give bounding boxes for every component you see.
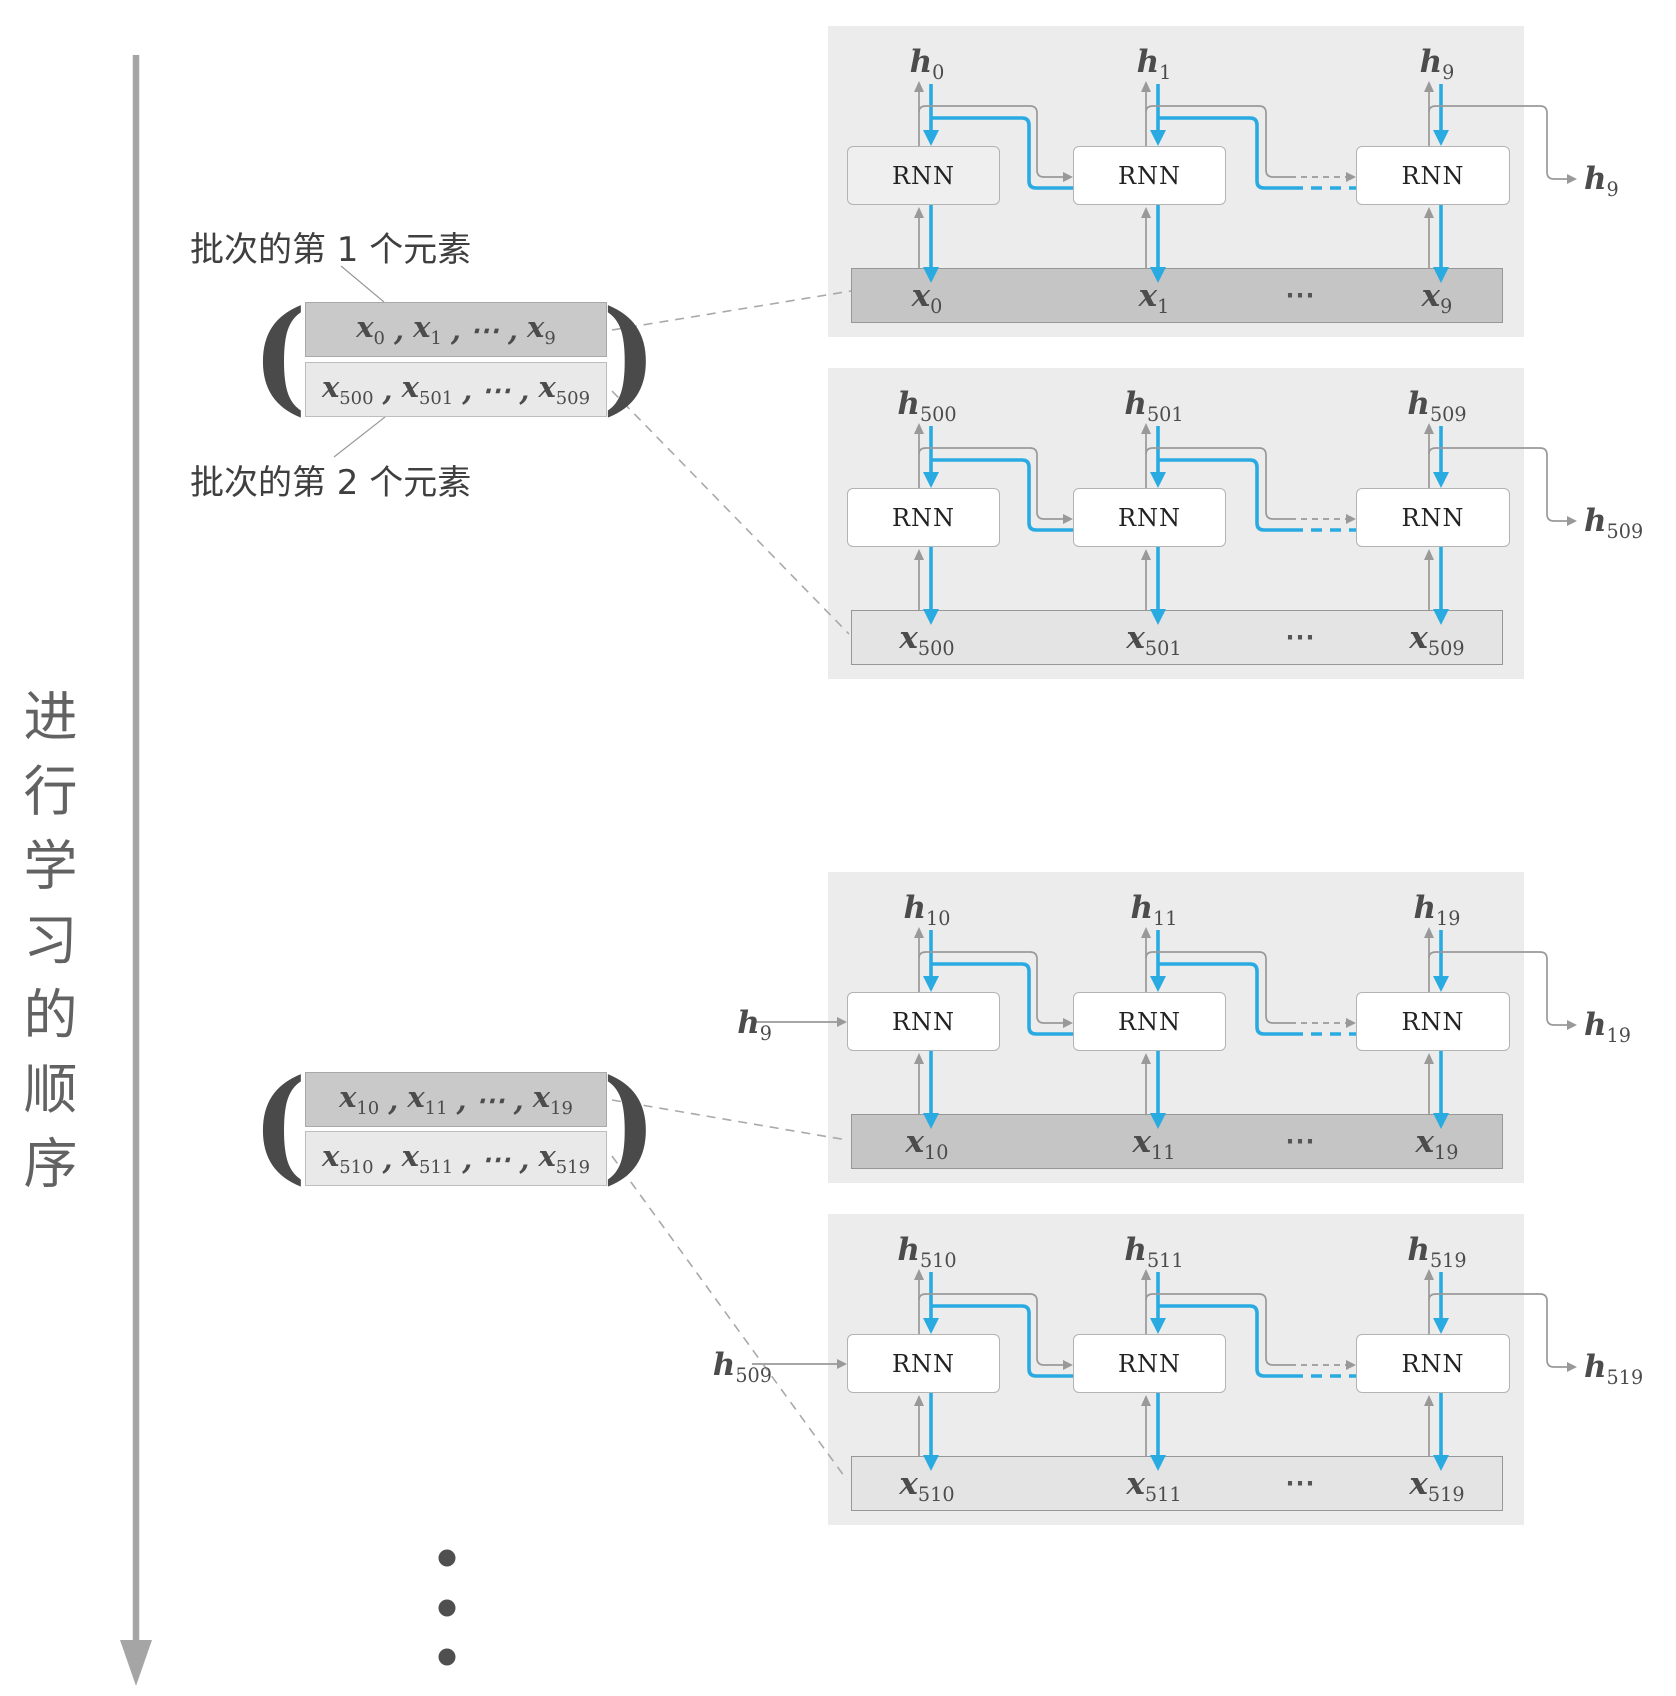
h-label: h511 bbox=[1124, 1232, 1184, 1273]
batch-row-1: x0 , x1 , ⋯ , x9 bbox=[305, 302, 607, 357]
input-strip-x10-x19 bbox=[851, 1114, 1503, 1169]
input-strip-x510-x519 bbox=[851, 1456, 1503, 1511]
rnn-box: RNN bbox=[1356, 992, 1510, 1051]
strip-ellipsis: ⋯ bbox=[1285, 278, 1315, 313]
h-in-label: h9 bbox=[737, 1005, 772, 1046]
x-label: x0 bbox=[911, 278, 943, 319]
rnn-box: RNN bbox=[847, 1334, 1000, 1393]
h-label: h510 bbox=[897, 1232, 957, 1273]
annotation-batch-element-1: 批次的第 1 个元素 bbox=[190, 230, 472, 270]
learning-order-arrow bbox=[120, 55, 152, 1686]
input-strip-x0-x9 bbox=[851, 268, 1503, 323]
input-strip-x500-x509 bbox=[851, 610, 1503, 665]
batch-row-2: x510 , x511 , ⋯ , x519 bbox=[305, 1131, 607, 1186]
strip-ellipsis: ⋯ bbox=[1285, 1466, 1315, 1501]
h-label: h11 bbox=[1130, 890, 1178, 931]
x-label: x510 bbox=[899, 1466, 955, 1507]
rnn-box: RNN bbox=[1356, 1334, 1510, 1393]
rnn-box: RNN bbox=[1073, 488, 1226, 547]
learning-order-label: 进行学习的顺序 bbox=[14, 688, 77, 1210]
annotation-line-second bbox=[333, 416, 386, 458]
x-label: x11 bbox=[1132, 1124, 1176, 1165]
rnn-box-label: RNN bbox=[1117, 503, 1182, 532]
rnn-box: RNN bbox=[1073, 146, 1226, 205]
h-out-label: h519 bbox=[1584, 1349, 1644, 1390]
rnn-box: RNN bbox=[1073, 1334, 1226, 1393]
x-label: x500 bbox=[899, 620, 955, 661]
x-label: x19 bbox=[1415, 1124, 1459, 1165]
tuple-paren-open: ( bbox=[252, 1052, 307, 1198]
h-label: h0 bbox=[909, 44, 945, 85]
annotation-batch-element-2: 批次的第 2 个元素 bbox=[190, 463, 472, 503]
vertical-ellipsis-dots bbox=[438, 1549, 456, 1666]
rnn-box: RNN bbox=[1356, 146, 1510, 205]
h-label: h1 bbox=[1136, 44, 1172, 85]
x-label: x9 bbox=[1421, 278, 1453, 319]
x-label: x509 bbox=[1409, 620, 1465, 661]
batch-row-1: x10 , x11 , ⋯ , x19 bbox=[305, 1072, 607, 1127]
h-label: h9 bbox=[1419, 44, 1455, 85]
batch-dashed-connectors bbox=[611, 290, 852, 1481]
h-out-label: h509 bbox=[1584, 503, 1644, 544]
rnn-box: RNN bbox=[1073, 992, 1226, 1051]
tuple-paren-close: ) bbox=[602, 283, 657, 429]
rnn-box-label: RNN bbox=[891, 1349, 956, 1378]
rnn-box-label: RNN bbox=[1117, 1349, 1182, 1378]
x-label: x1 bbox=[1138, 278, 1170, 319]
h-label: h10 bbox=[903, 890, 951, 931]
rnn-box-label: RNN bbox=[1401, 1349, 1465, 1378]
rnn-box: RNN bbox=[847, 488, 1000, 547]
h-out-label: h9 bbox=[1584, 161, 1619, 202]
x-label: x511 bbox=[1126, 1466, 1182, 1507]
rnn-box: RNN bbox=[847, 992, 1000, 1051]
rnn-box-label: RNN bbox=[891, 161, 956, 190]
rnn-box-label: RNN bbox=[1117, 1007, 1182, 1036]
rnn-box-label: RNN bbox=[891, 503, 956, 532]
h-label: h19 bbox=[1413, 890, 1461, 931]
rnn-box-label: RNN bbox=[891, 1007, 956, 1036]
x-label: x519 bbox=[1409, 1466, 1465, 1507]
rnn-box: RNN bbox=[847, 146, 1000, 205]
tuple-paren-open: ( bbox=[252, 283, 307, 429]
h-label: h509 bbox=[1407, 386, 1467, 427]
rnn-box-label: RNN bbox=[1401, 503, 1465, 532]
strip-ellipsis: ⋯ bbox=[1285, 1124, 1315, 1159]
x-label: x501 bbox=[1126, 620, 1182, 661]
rnn-box-label: RNN bbox=[1117, 161, 1182, 190]
h-in-label: h509 bbox=[712, 1347, 772, 1388]
h-label: h501 bbox=[1124, 386, 1184, 427]
batch-row-2: x500 , x501 , ⋯ , x509 bbox=[305, 362, 607, 417]
x-label: x10 bbox=[905, 1124, 949, 1165]
rnn-box: RNN bbox=[1356, 488, 1510, 547]
h-label: h500 bbox=[897, 386, 957, 427]
tuple-paren-close: ) bbox=[602, 1052, 657, 1198]
h-label: h519 bbox=[1407, 1232, 1467, 1273]
annotation-line-first bbox=[340, 265, 385, 303]
strip-ellipsis: ⋯ bbox=[1285, 620, 1315, 655]
rnn-box-label: RNN bbox=[1401, 161, 1465, 190]
rnn-box-label: RNN bbox=[1401, 1007, 1465, 1036]
h-out-label: h19 bbox=[1584, 1007, 1631, 1048]
